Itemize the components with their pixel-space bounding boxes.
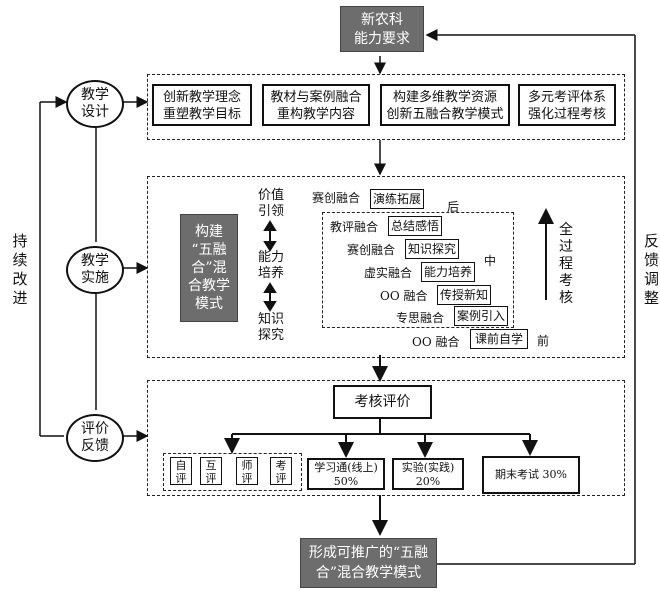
ability-training-label: 能力 培养 [257, 250, 284, 281]
eval-self: 自 评 [170, 457, 192, 485]
stair-box-1: 演练拓展 [370, 189, 424, 209]
phase-before-label: 前 [537, 334, 550, 348]
continuous-improvement-label: 持 续 改 进 [12, 232, 28, 307]
eval-final-exam: 期末考试 30% [482, 456, 580, 494]
stair-label-5: OO 融合 [380, 289, 428, 303]
value-guidance-label: 价值 引领 [257, 188, 284, 219]
evaluation-frame [147, 380, 625, 496]
stair-box-4: 能力培养 [421, 262, 475, 282]
feedback-adjust-label: 反 馈 调 整 [643, 232, 659, 307]
double-arrow-lower [263, 282, 277, 312]
stair-box-7: 课前自学 [470, 329, 528, 349]
design-box-1: 创新教学理念 重塑教学目标 [152, 84, 252, 126]
staircase-frame [322, 212, 514, 328]
design-frame [147, 74, 625, 140]
phase-middle-label: 中 [484, 254, 497, 268]
oval-evaluation-feedback: 评价 反馈 [66, 414, 124, 462]
double-arrow-upper [263, 220, 277, 252]
stair-label-3: 赛创融合 [347, 243, 396, 257]
eval-experiment-practice: 实验(实践) 20% [392, 458, 464, 490]
whole-process-assessment-label: 全 过 程 考 核 [559, 222, 573, 306]
design-box-2: 教材与案例融合 重构教学内容 [262, 84, 370, 126]
design-box-4: 多元考评体系 强化过程考核 [518, 84, 616, 126]
stair-label-6: 专思融合 [396, 311, 445, 325]
oval-teaching-implement: 教学 实施 [66, 246, 124, 294]
eval-exam: 考 评 [270, 457, 292, 485]
design-box-3: 构建多维教学资源 创新五融合教学模式 [380, 84, 510, 126]
implement-frame [147, 176, 625, 358]
assessment-title-box: 考核评价 [333, 385, 432, 419]
new-agriculture-requirement-box: 新农科 能力要求 [340, 6, 424, 52]
self-peer-eval-group [163, 453, 302, 491]
oval-teaching-design: 教学 设计 [66, 80, 124, 128]
stair-label-2: 教评融合 [330, 220, 379, 234]
stair-box-2: 总结感悟 [388, 216, 442, 236]
eval-peer: 互 评 [200, 457, 222, 485]
knowledge-exploration-label: 知识 探究 [257, 312, 284, 343]
stair-box-3: 知识探究 [405, 239, 459, 259]
stair-box-6: 案例引入 [454, 306, 508, 326]
stair-box-5: 传授新知 [437, 285, 491, 305]
phase-after-label: 后 [447, 200, 460, 214]
stair-label-7: OO 融合 [412, 335, 460, 349]
stair-label-4: 虚实融合 [364, 266, 413, 280]
eval-xuexitong-online: 学习通(线上) 50% [307, 458, 385, 490]
promotable-model-result-box: 形成可推广的“五融 合”混合教学模式 [300, 538, 437, 588]
eval-teacher: 师 评 [236, 457, 258, 485]
five-fusion-model-box: 构建 “五融 合”混 合教学 模式 [180, 214, 238, 322]
stair-label-1: 赛创融合 [312, 191, 361, 205]
